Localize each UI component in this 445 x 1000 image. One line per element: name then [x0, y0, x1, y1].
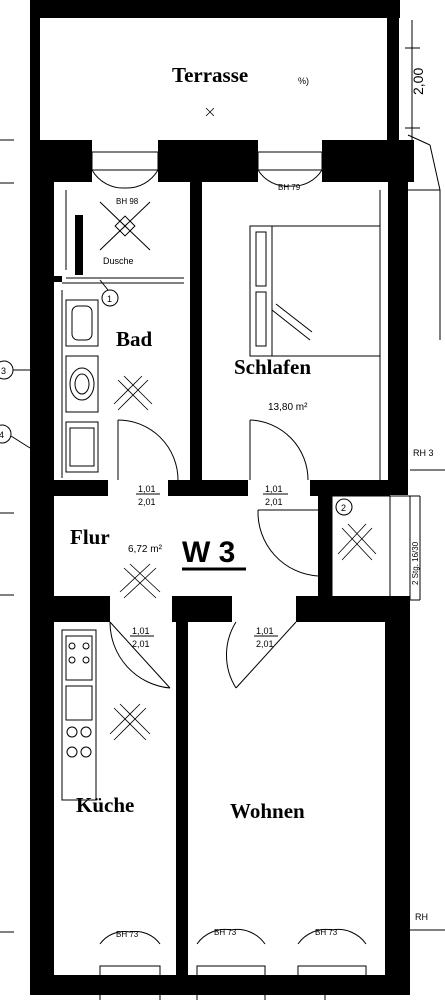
terrace-dimension: 2,00 [405, 20, 426, 140]
wall-stair-alcove [318, 496, 332, 600]
outer-right-wall-lower [385, 600, 410, 985]
hatch-terrace [205, 107, 215, 117]
room-label-terrasse: Terrasse [172, 63, 248, 87]
door-swing-entrance [257, 509, 319, 577]
svg-text:2,01: 2,01 [265, 497, 283, 507]
axis-marker-3: 3 [0, 360, 30, 380]
room-label-wohnen: Wohnen [230, 799, 305, 823]
area-flur: 6,72 m² [128, 544, 163, 555]
wall-segment [158, 140, 258, 182]
door-swing-bad [117, 419, 179, 481]
shower: Dusche [62, 190, 184, 284]
hatch-stair [337, 523, 377, 561]
wall-stub [54, 276, 62, 282]
terrace-door-swings [91, 169, 323, 189]
outer-right-wall-upper [388, 170, 408, 495]
terrace-left-wall [30, 0, 40, 142]
door-dim-kueche: 1,01 2,01 [130, 626, 154, 649]
shower-label: Dusche [103, 256, 134, 266]
door-dim-schlafen: 1,01 2,01 [263, 484, 288, 507]
svg-text:1,01: 1,01 [256, 626, 274, 636]
terrace-dimension-text: 2,00 [410, 68, 426, 95]
svg-text:2: 2 [341, 503, 346, 513]
wall-flur-top-left [54, 480, 108, 496]
room-label-bad: Bad [116, 327, 153, 351]
outer-left-wall [30, 140, 54, 995]
window-bad [91, 151, 159, 171]
room-label-schlafen: Schlafen [234, 355, 311, 379]
marker-circle-2: 2 [335, 498, 353, 516]
terrace-right-wall [387, 0, 399, 142]
wall-flur-top-mid [168, 480, 248, 496]
window-label-wohnen-left: BH 73 [214, 928, 237, 937]
svg-text:1,01: 1,01 [265, 484, 283, 494]
terrace-top-wall [30, 0, 400, 18]
window-wohnen-left [196, 965, 266, 987]
window-label-bad: BH 98 [116, 197, 139, 206]
svg-text:2,01: 2,01 [256, 639, 274, 649]
wall-flur-top-right [310, 480, 390, 496]
wall-bad-schlafen [190, 182, 202, 492]
outer-bottom-wall [30, 975, 410, 995]
marker-circle-1: 1 [99, 279, 119, 307]
wall-flur-bottom-left [54, 596, 110, 622]
window-wohnen-right [297, 965, 367, 987]
wall-kueche-wohnen [176, 596, 188, 976]
door-swing-kueche [109, 621, 171, 689]
shower-pipe [75, 215, 83, 275]
door-dim-bad: 1,01 2,01 [136, 484, 160, 507]
room-label-kueche: Küche [76, 793, 134, 817]
bottom-window-swings [99, 928, 367, 945]
stair-alcove [331, 495, 421, 601]
bay-window-right [407, 134, 441, 340]
window-label-wohnen-right: BH 73 [315, 928, 338, 937]
hatch-kueche [109, 703, 151, 741]
window-schlafen [257, 151, 323, 171]
svg-text:1,01: 1,01 [138, 484, 156, 494]
axis-marker-4: 4 [0, 424, 31, 449]
hatch-flur [119, 563, 161, 599]
door-swing-schlafen [249, 419, 309, 481]
area-schlafen: 13,80 m² [268, 402, 308, 413]
edge-label-rh-bottom: RH [415, 912, 428, 922]
svg-text:4: 4 [0, 430, 4, 440]
svg-text:1,01: 1,01 [132, 626, 150, 636]
hatch-bad [113, 375, 153, 411]
bath-fixtures [61, 290, 99, 478]
stair-note: 2 Stg. 16/30 [411, 541, 420, 585]
door-swing-wohnen [226, 621, 297, 689]
window-label-kueche: BH 73 [116, 930, 139, 939]
terrace-mark: %) [298, 76, 309, 86]
svg-text:3: 3 [1, 366, 6, 376]
window-label-schlafen: BH 79 [278, 183, 301, 192]
room-label-flur: Flur [70, 525, 110, 549]
window-kueche [99, 965, 161, 987]
door-dim-wohnen: 1,01 2,01 [254, 626, 278, 649]
wardrobe [249, 190, 381, 480]
svg-text:2,01: 2,01 [138, 497, 156, 507]
unit-label: W 3 [182, 536, 235, 569]
svg-text:2,01: 2,01 [132, 639, 150, 649]
kitchen-counter [61, 629, 97, 801]
svg-text:1: 1 [107, 294, 112, 304]
edge-label-rh-top: RH 3 [413, 448, 434, 458]
